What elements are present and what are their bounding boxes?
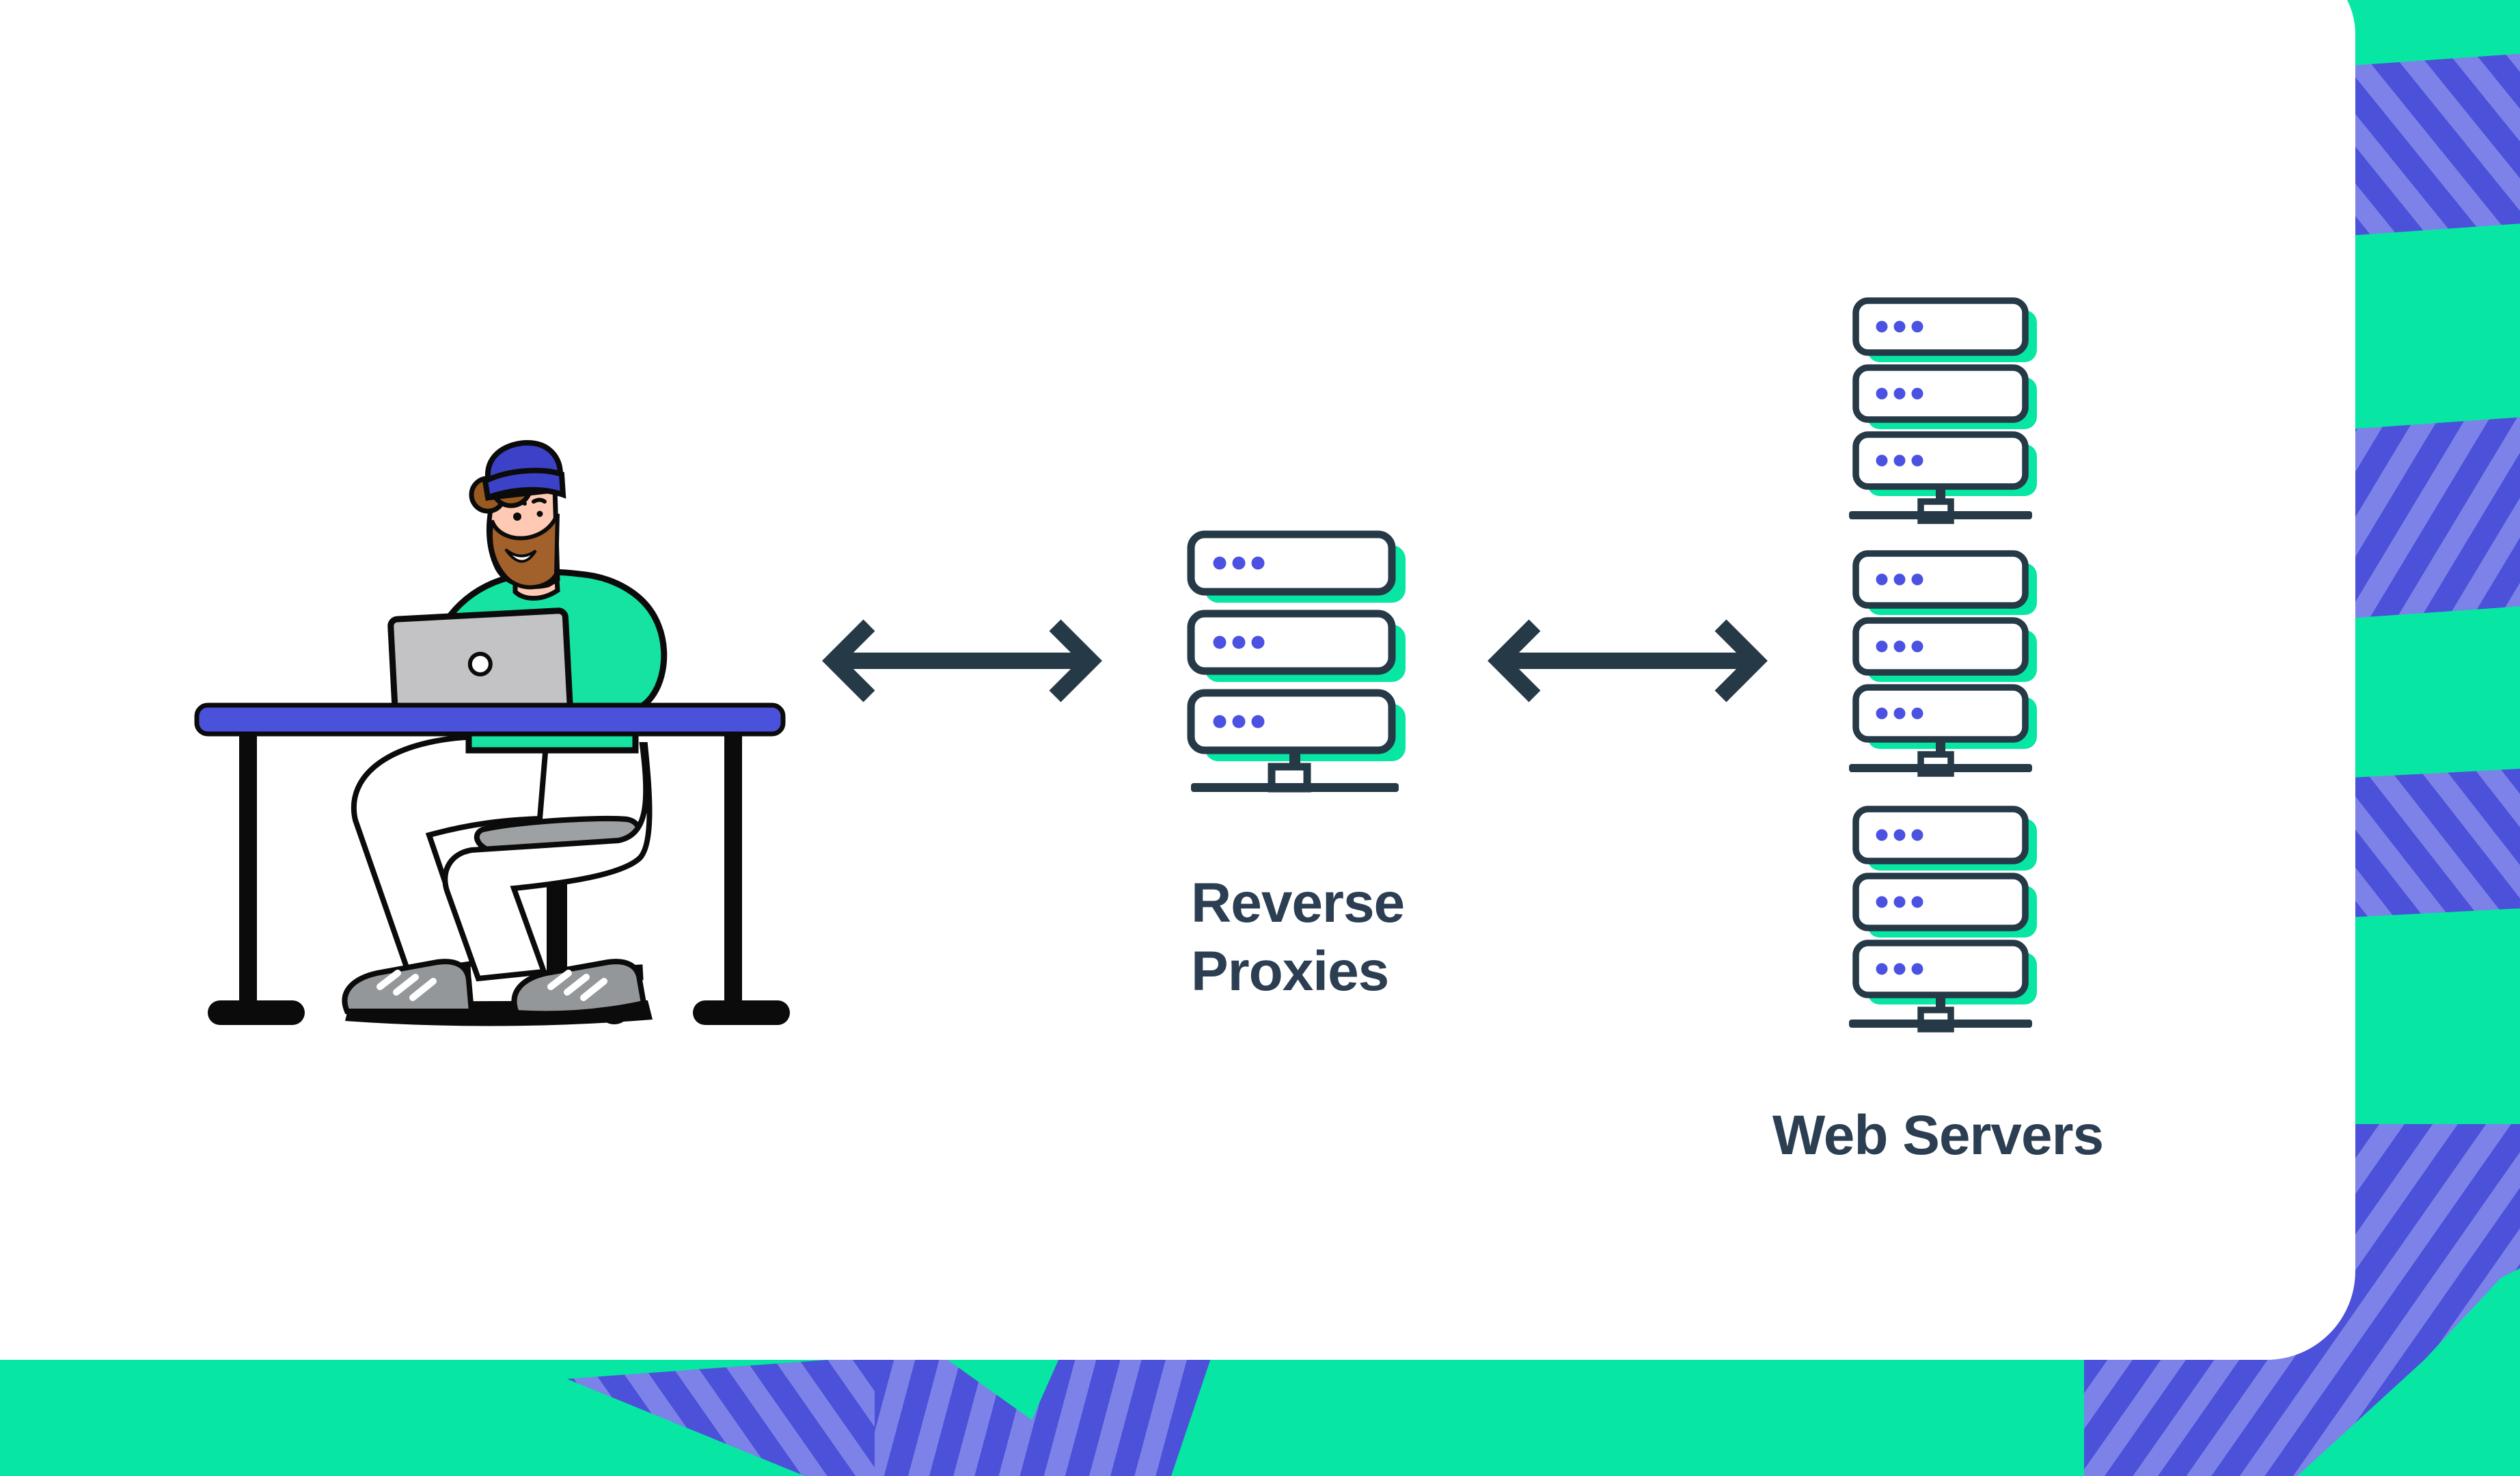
sneakers [342,959,653,1026]
beanie-brim [482,467,566,502]
smile [504,548,537,563]
server-stand [1849,487,2032,524]
eye [513,512,521,521]
reverse-proxies-label: Reverse Proxies [1191,869,1405,1006]
reverse-proxies-label-line2: Proxies [1191,940,1389,1003]
web-server-rack-1 [1849,301,2037,524]
server-stand [1849,995,2032,1033]
reverse-proxies-label-line1: Reverse [1191,872,1405,934]
person-at-laptop-illustration [194,439,790,1026]
double-headed-arrow-icon-left [822,619,1102,702]
laptop-logo [467,651,493,676]
web-servers-label: Web Servers [1772,1104,2104,1166]
eye-right [536,510,543,517]
desk-legs [208,726,790,1025]
server-stand [1191,750,1399,793]
reverse-proxy-server-stack [1191,534,1406,793]
server-stand [1849,739,2032,777]
head [469,439,566,590]
desk [194,702,786,737]
web-server-rack-3 [1849,809,2037,1033]
double-headed-arrow-icon-right [1488,619,1768,702]
web-server-rack-2 [1849,554,2037,777]
beard [489,512,560,590]
person-legs [351,734,653,982]
